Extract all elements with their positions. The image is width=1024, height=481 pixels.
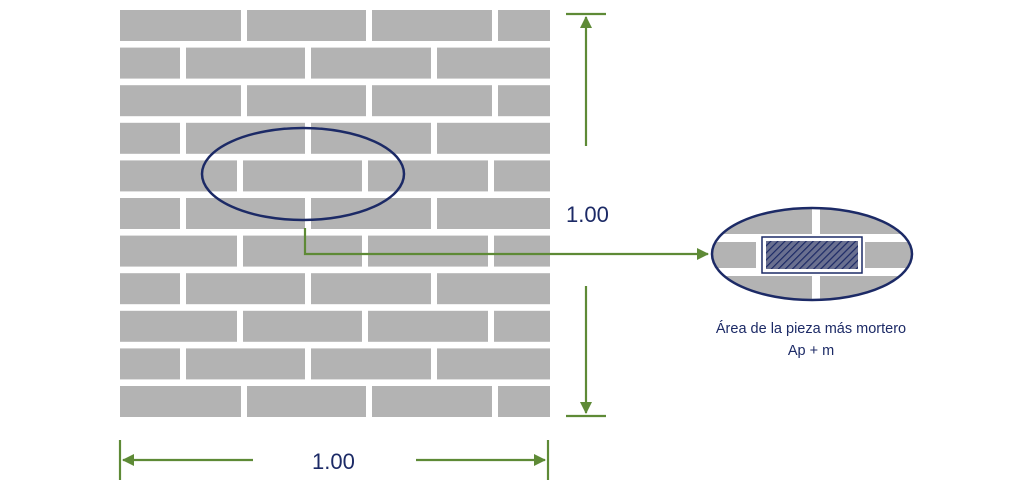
brick bbox=[372, 10, 492, 41]
brick bbox=[498, 85, 550, 117]
brick-wall bbox=[120, 10, 550, 417]
brick bbox=[120, 235, 237, 267]
brick bbox=[247, 10, 366, 41]
brick bbox=[120, 198, 180, 229]
brick bbox=[243, 310, 362, 342]
brick bbox=[437, 122, 550, 154]
brick bbox=[120, 122, 180, 154]
brick bbox=[368, 310, 488, 342]
detail-pointer-arrow bbox=[303, 228, 709, 260]
brick bbox=[494, 310, 550, 342]
brick bbox=[243, 235, 362, 267]
hatched-brick-icon bbox=[766, 241, 858, 269]
detail-brick bbox=[712, 208, 812, 234]
brick bbox=[368, 235, 488, 267]
width-dimension: 1.00 bbox=[118, 440, 550, 480]
brick bbox=[120, 273, 180, 305]
detail-caption-line1: Área de la pieza más mortero bbox=[716, 320, 906, 337]
detail-brick bbox=[865, 242, 912, 268]
brick bbox=[311, 47, 431, 79]
height-label: 1.00 bbox=[566, 202, 609, 227]
brick bbox=[120, 160, 237, 192]
brick bbox=[120, 10, 241, 41]
brick bbox=[311, 198, 431, 229]
brick bbox=[311, 273, 431, 305]
brick bbox=[186, 47, 305, 79]
detail-brick bbox=[820, 208, 912, 234]
brick bbox=[437, 273, 550, 305]
brick bbox=[120, 85, 241, 117]
brick bbox=[311, 122, 431, 154]
brick bbox=[120, 310, 237, 342]
brick bbox=[186, 348, 305, 380]
detail-brick bbox=[712, 276, 812, 300]
brick bbox=[368, 160, 488, 192]
brick bbox=[437, 47, 550, 79]
brick bbox=[247, 386, 366, 417]
brick bbox=[311, 348, 431, 380]
detail-brick bbox=[712, 242, 756, 268]
detail-ellipse bbox=[710, 206, 914, 302]
brick bbox=[498, 10, 550, 41]
width-label: 1.00 bbox=[312, 449, 355, 474]
brick bbox=[437, 348, 550, 380]
detail-caption-line2: Ap + m bbox=[788, 343, 834, 359]
highlight-ellipse bbox=[200, 126, 406, 222]
brick bbox=[186, 273, 305, 305]
detail-view bbox=[710, 206, 914, 302]
brick bbox=[186, 198, 305, 229]
brick bbox=[120, 386, 241, 417]
brick bbox=[498, 386, 550, 417]
brick bbox=[120, 47, 180, 79]
brick bbox=[372, 85, 492, 117]
brick bbox=[437, 198, 550, 229]
brick bbox=[243, 160, 362, 192]
brick bbox=[120, 348, 180, 380]
brick bbox=[494, 160, 550, 192]
brick bbox=[494, 235, 550, 267]
height-dimension: 1.00 bbox=[566, 12, 609, 418]
brick-plus-mortar-outline bbox=[761, 236, 863, 274]
brick bbox=[247, 85, 366, 117]
brick bbox=[372, 386, 492, 417]
